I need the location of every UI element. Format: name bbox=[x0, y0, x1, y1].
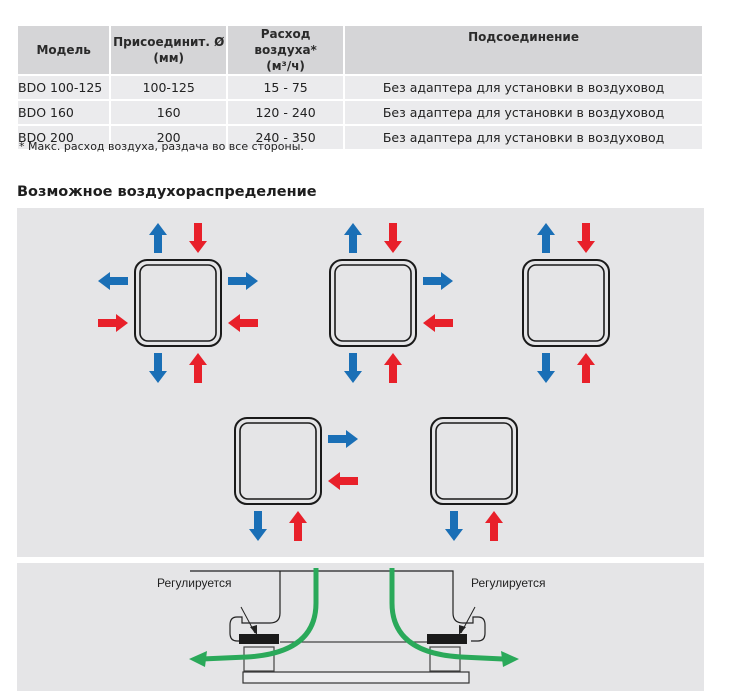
supply-arrow-up-icon bbox=[537, 223, 555, 253]
extract-arrow-up-icon bbox=[384, 353, 402, 383]
supply-arrow-up-icon bbox=[344, 223, 362, 253]
header-diameter: Присоединит. Ø (мм) bbox=[109, 26, 227, 76]
diffuser-two-sides-corner-inner bbox=[239, 422, 317, 500]
cell-connection: Без адаптера для установки в воздуховод bbox=[343, 126, 702, 151]
cell-airflow: 240 - 350 bbox=[226, 126, 344, 151]
extract-arrow-up-icon bbox=[485, 511, 503, 541]
cell-connection: Без адаптера для установки в воздуховод bbox=[343, 101, 702, 126]
base-plate bbox=[242, 671, 470, 684]
diffuser-four-sides bbox=[134, 259, 222, 347]
diffuser-housing-left bbox=[229, 571, 281, 642]
right-adjustable-seal bbox=[427, 634, 467, 644]
extract-arrow-down-icon bbox=[577, 223, 595, 253]
table-row: BDO 200 200 240 - 350 Без адаптера для у… bbox=[18, 126, 702, 151]
cell-model: BDO 200 bbox=[18, 126, 110, 151]
left-airflow-arrowhead bbox=[189, 651, 207, 667]
extract-arrow-left-icon bbox=[228, 314, 258, 332]
section-panel: Регулируется Регулируется bbox=[17, 563, 704, 691]
diffuser-four-sides-inner bbox=[139, 264, 217, 342]
extract-arrow-up-icon bbox=[577, 353, 595, 383]
diffuser-two-sides-opposite-inner bbox=[527, 264, 605, 342]
extract-arrow-down-icon bbox=[384, 223, 402, 253]
table-row: BDO 100-125 100-125 15 - 75 Без адаптера… bbox=[18, 76, 702, 101]
supply-arrow-right-icon bbox=[423, 272, 453, 290]
supply-arrow-right-icon bbox=[228, 272, 258, 290]
section-diagram: Регулируется Регулируется bbox=[157, 568, 546, 684]
right-pointer-head bbox=[459, 625, 466, 635]
extract-arrow-right-icon bbox=[98, 314, 128, 332]
extract-arrow-left-icon bbox=[423, 314, 453, 332]
section-title: Возможное воздухораспределение bbox=[17, 184, 317, 200]
table-row: BDO 160 160 120 - 240 Без адаптера для у… bbox=[18, 101, 702, 126]
right-airflow-arrow bbox=[389, 568, 504, 662]
cell-airflow: 15 - 75 bbox=[226, 76, 344, 101]
supply-arrow-down-icon bbox=[445, 511, 463, 541]
cell-diameter: 200 bbox=[109, 126, 227, 151]
cell-connection: Без адаптера для установки в воздуховод bbox=[343, 76, 702, 101]
diffuser-two-sides-opposite bbox=[522, 259, 610, 347]
supply-arrow-down-icon bbox=[344, 353, 362, 383]
supply-arrow-down-icon bbox=[537, 353, 555, 383]
right-adjustable-label: Регулируется bbox=[471, 576, 546, 590]
diffuser-one-side bbox=[430, 417, 518, 505]
diffuser-one-side-inner bbox=[435, 422, 513, 500]
spec-table: Модель Присоединит. Ø (мм) Расход воздух… bbox=[18, 26, 702, 151]
distribution-diagram bbox=[98, 223, 610, 541]
header-airflow: Расход воздуха* (м³/ч) bbox=[226, 26, 344, 76]
extract-arrow-down-icon bbox=[189, 223, 207, 253]
left-pointer-head bbox=[250, 625, 257, 635]
distribution-panel bbox=[17, 208, 704, 557]
header-model: Модель bbox=[18, 26, 110, 76]
extract-arrow-up-icon bbox=[189, 353, 207, 383]
supply-arrow-right-icon bbox=[328, 430, 358, 448]
right-airflow-arrowhead bbox=[501, 651, 519, 667]
cell-model: BDO 100-125 bbox=[18, 76, 110, 101]
diffuser-housing bbox=[190, 570, 486, 642]
diffuser-two-sides-corner bbox=[234, 417, 322, 505]
extract-arrow-up-icon bbox=[289, 511, 307, 541]
left-adjustable-label: Регулируется bbox=[157, 576, 232, 590]
supply-arrow-left-icon bbox=[98, 272, 128, 290]
header-connection: Подсоединение bbox=[343, 26, 702, 76]
supply-arrow-up-icon bbox=[149, 223, 167, 253]
cell-diameter: 160 bbox=[109, 101, 227, 126]
left-airflow-arrow bbox=[201, 568, 319, 662]
diffuser-three-sides bbox=[329, 259, 417, 347]
table-footnote: * Макс. расход воздуха, раздача во все с… bbox=[19, 140, 304, 153]
cell-model: BDO 160 bbox=[18, 101, 110, 126]
diffuser-three-sides-inner bbox=[334, 264, 412, 342]
supply-arrow-down-icon bbox=[149, 353, 167, 383]
cell-airflow: 120 - 240 bbox=[226, 101, 344, 126]
cell-diameter: 100-125 bbox=[109, 76, 227, 101]
left-adjustable-seal bbox=[239, 634, 279, 644]
extract-arrow-left-icon bbox=[328, 472, 358, 490]
table-header-row: Модель Присоединит. Ø (мм) Расход воздух… bbox=[18, 26, 702, 76]
supply-arrow-down-icon bbox=[249, 511, 267, 541]
